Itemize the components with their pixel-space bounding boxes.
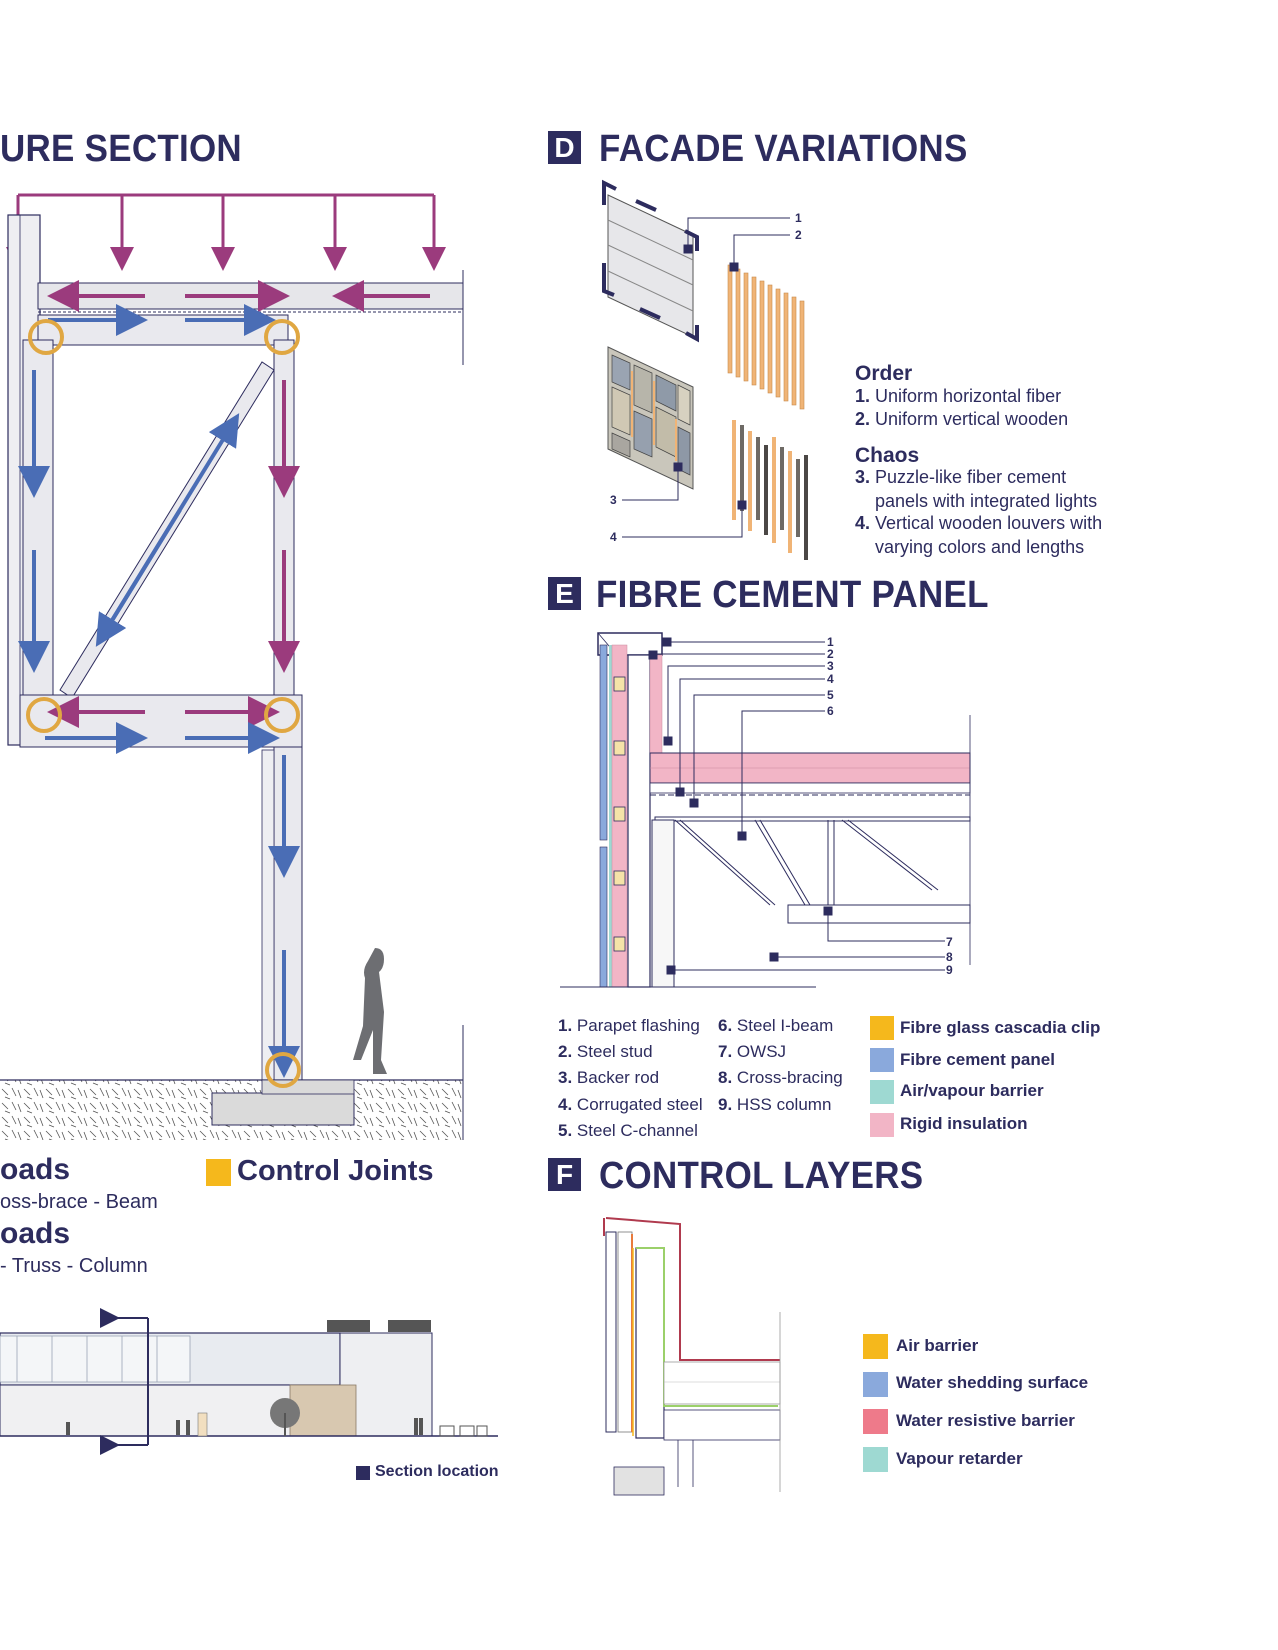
loads-2-sub: - Truss - Column [0,1255,148,1277]
component-2: 2. Steel stud [558,1042,653,1062]
legend-e-swatch-barrier [870,1080,894,1104]
chaos-item-3: 3. Puzzle-like fiber cement [855,467,1066,488]
component-2-text: Steel stud [576,1042,653,1061]
section-f-badge: F [548,1158,581,1191]
component-2-num: 2. [558,1042,573,1061]
facade-callout-3: 3 [610,493,617,507]
order-heading: Order [855,362,913,385]
control-joints-swatch [206,1159,231,1186]
order-item-1-num: 1. [855,386,871,406]
panel-callout-5: 5 [827,688,834,702]
section-f-title: CONTROL LAYERS [599,1155,924,1197]
component-5-num: 5. [558,1121,573,1140]
component-7-num: 7. [718,1042,733,1061]
component-9-num: 9. [718,1095,733,1114]
component-4: 4. Corrugated steel [558,1095,703,1115]
component-3-text: Backer rod [576,1068,660,1087]
component-5-text: Steel C-channel [576,1121,698,1140]
component-8: 8. Cross-bracing [718,1068,843,1088]
structure-section-drawing [0,193,464,1140]
section-d-title: FACADE VARIATIONS [599,128,968,170]
chaos-item-4-line1: Vertical wooden louvers with [875,513,1103,533]
chaos-item-3-line1: Puzzle-like fiber cement [875,467,1067,487]
component-8-num: 8. [718,1068,733,1087]
component-7: 7. OWSJ [718,1042,786,1062]
legend-e-swatch-panel [870,1048,894,1072]
component-6-num: 6. [718,1016,733,1035]
facade-callout-2: 2 [795,228,802,242]
section-d-badge: D [548,131,581,164]
component-1: 1. Parapet flashing [558,1016,700,1036]
legend-e-label-insulation: Rigid insulation [900,1114,1028,1133]
control-layers-detail [603,1217,781,1496]
panel-callout-2: 2 [827,647,834,661]
chaos-heading: Chaos [855,444,920,467]
legend-f-label-vapour: Vapour retarder [896,1449,1023,1468]
component-6: 6. Steel I-beam [718,1016,833,1036]
legend-e-label-barrier: Air/vapour barrier [900,1081,1044,1100]
panel-callout-8: 8 [946,950,953,964]
panel-callout-3: 3 [827,659,834,673]
component-9: 9. HSS column [718,1095,831,1115]
section-location-elevation [0,1308,498,1455]
loads-1-label: oads [0,1153,71,1186]
component-1-num: 1. [558,1016,573,1035]
component-3: 3. Backer rod [558,1068,659,1088]
chaos-item-4: 4. Vertical wooden louvers with [855,513,1102,534]
chaos-item-4-cont: varying colors and lengths [875,537,1085,557]
section-e-title: FIBRE CEMENT PANEL [596,574,989,616]
legend-f-label-resistive: Water resistive barrier [896,1411,1075,1430]
loads-2-label: oads [0,1217,71,1250]
order-item-1: 1. Uniform horizontal fiber [855,386,1061,407]
fibre-cement-panel-detail [560,632,971,988]
section-location-label: Section location [375,1463,499,1480]
legend-f-swatch-air [863,1334,888,1359]
panel-callout-9: 9 [946,963,953,977]
legend-e-label-clip: Fibre glass cascadia clip [900,1018,1101,1037]
section-c-title: URE SECTION [0,128,242,170]
order-item-2-text: Uniform vertical wooden [875,409,1069,429]
component-4-text: Corrugated steel [576,1095,703,1114]
section-location-swatch [356,1466,370,1480]
section-e-badge: E [548,577,581,610]
panel-callout-1: 1 [827,635,834,649]
facade-callout-4: 4 [610,530,617,544]
chaos-item-4-num: 4. [855,513,871,533]
order-item-2-num: 2. [855,409,871,429]
order-item-2: 2. Uniform vertical wooden [855,409,1068,430]
legend-f-swatch-shedding [863,1372,888,1397]
loads-1-sub: oss-brace - Beam [0,1191,158,1213]
component-4-num: 4. [558,1095,573,1114]
component-6-text: Steel I-beam [736,1016,834,1035]
panel-callout-4: 4 [827,672,834,686]
legend-e-swatch-insulation [870,1113,894,1137]
chaos-item-3-cont: panels with integrated lights [875,491,1098,511]
component-5: 5. Steel C-channel [558,1121,698,1141]
component-9-text: HSS column [736,1095,832,1114]
component-1-text: Parapet flashing [576,1016,700,1035]
component-3-num: 3. [558,1068,573,1087]
component-8-text: Cross-bracing [736,1068,843,1087]
order-item-1-text: Uniform horizontal fiber [875,386,1062,406]
component-7-text: OWSJ [736,1042,787,1061]
legend-e-swatch-clip [870,1016,894,1040]
facade-callout-1: 1 [795,211,802,225]
panel-callout-6: 6 [827,704,834,718]
legend-f-label-air: Air barrier [896,1336,979,1355]
legend-f-swatch-vapour [863,1447,888,1472]
panel-callout-7: 7 [946,935,953,949]
control-joints-label: Control Joints [237,1155,434,1187]
legend-e-label-panel: Fibre cement panel [900,1050,1055,1069]
legend-f-label-shedding: Water shedding surface [896,1373,1089,1392]
facade-variations-drawing [602,179,808,560]
legend-f-swatch-resistive [863,1409,888,1434]
chaos-item-3-num: 3. [855,467,871,487]
